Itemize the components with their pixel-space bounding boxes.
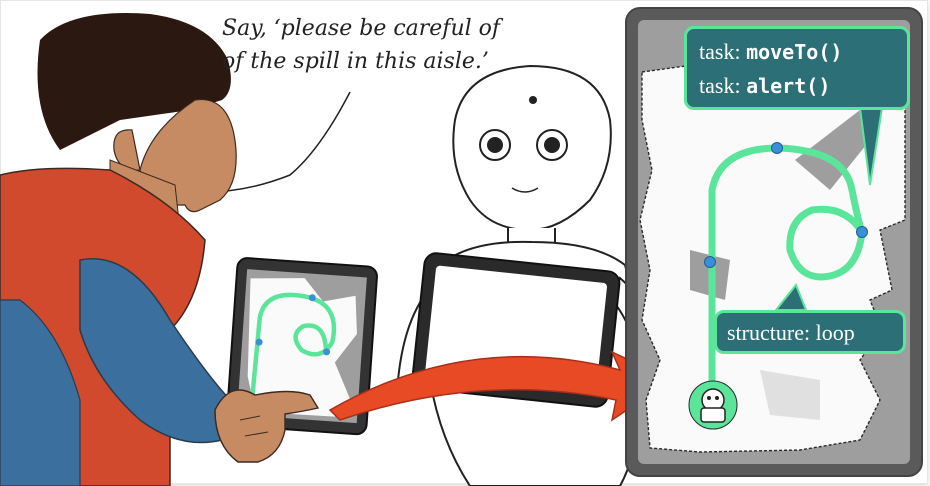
task-prefix: task: <box>699 39 741 64</box>
task-parens: () <box>818 40 842 64</box>
task-line-alert: task: alert() <box>699 69 897 103</box>
speech-line-1: Say, ‘please be careful of <box>222 12 562 45</box>
person <box>0 13 236 486</box>
task-callout: task: moveTo() task: alert() <box>684 26 910 110</box>
structure-label: structure: loop <box>727 320 855 345</box>
robot-forehead-sensor <box>529 96 537 104</box>
robot-head <box>453 66 611 230</box>
path-waypoint <box>857 227 868 238</box>
structure-callout: structure: loop <box>714 310 906 354</box>
task-function-alert: alert <box>746 74 806 98</box>
robot-marker-icon <box>689 381 737 429</box>
task-function-moveto: moveTo <box>746 40 818 64</box>
speech-text: Say, ‘please be careful of of the spill … <box>222 12 562 78</box>
speech-line-2: of the spill in this aisle.’ <box>222 45 562 78</box>
path-waypoint <box>772 143 783 154</box>
task-parens: () <box>806 74 830 98</box>
task-line-moveto: task: moveTo() <box>699 35 897 69</box>
path-waypoint <box>705 257 716 268</box>
task-prefix: task: <box>699 73 741 98</box>
